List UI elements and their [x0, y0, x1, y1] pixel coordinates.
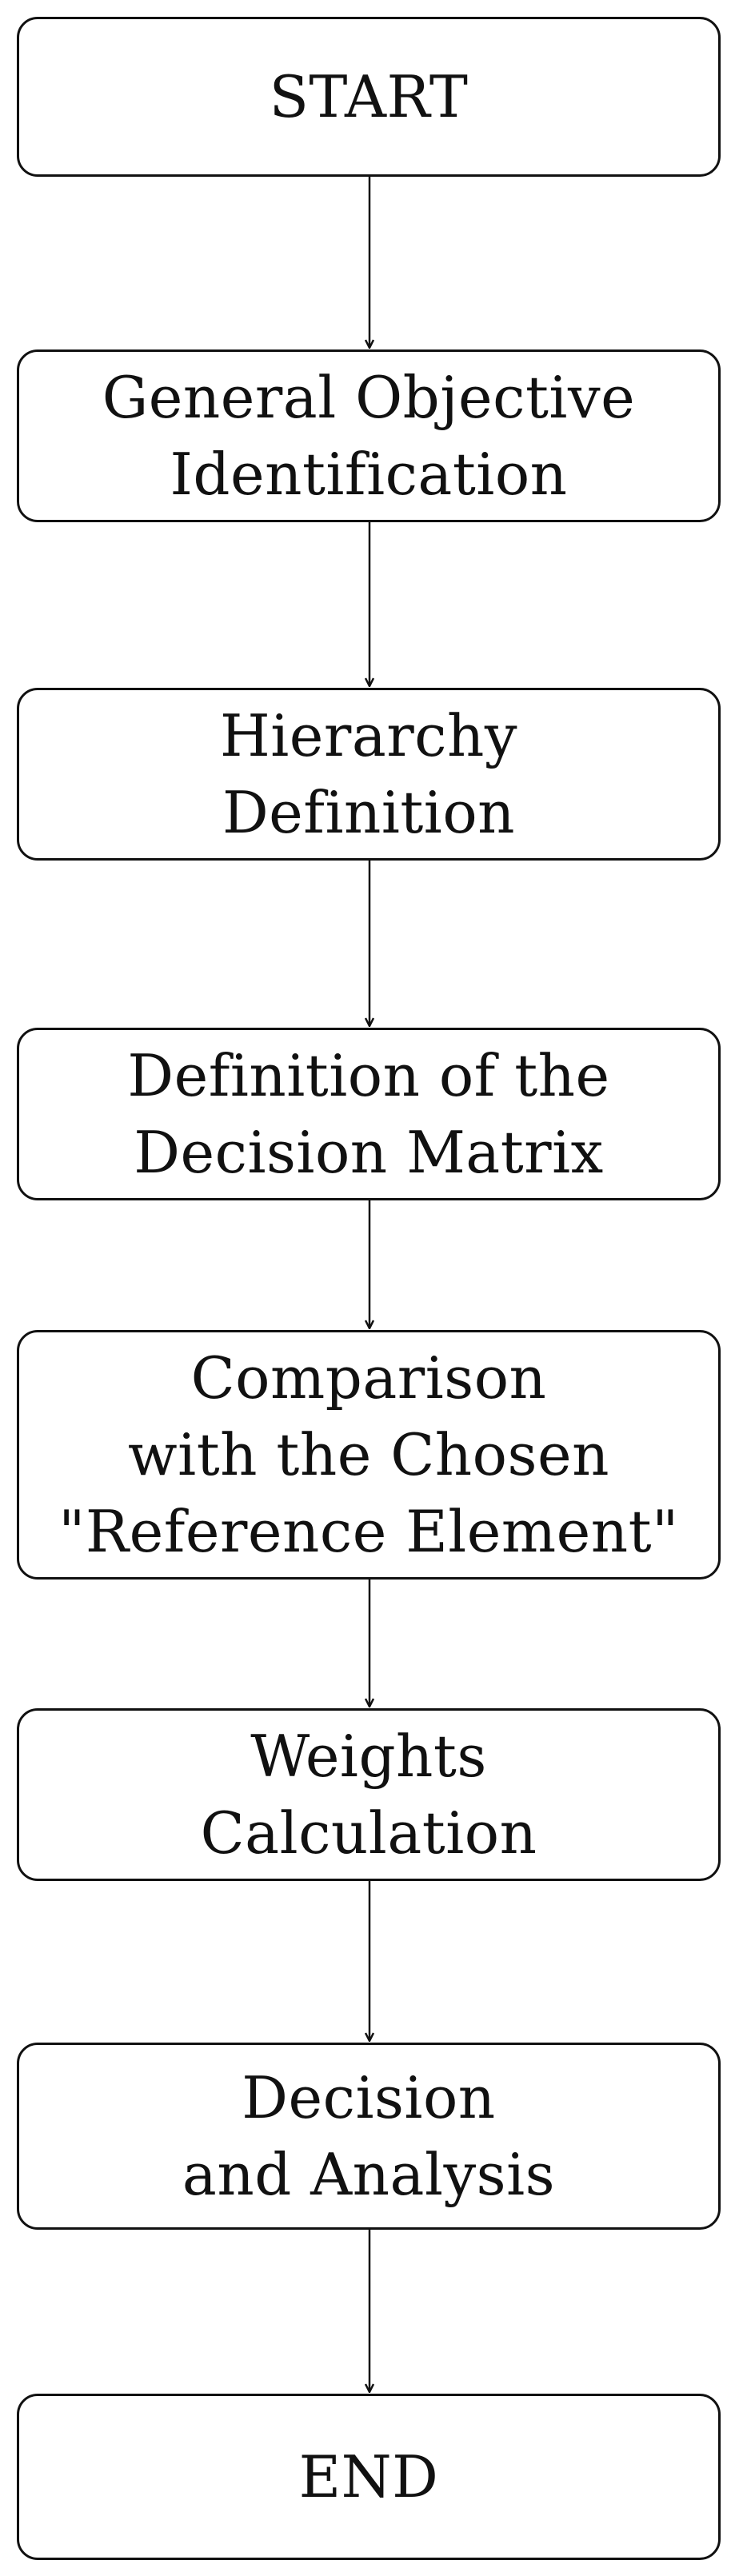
node-label-line: Weights: [250, 1723, 487, 1790]
decision-analysis-node: Decision and Analysis: [17, 2043, 721, 2230]
node-label-line: Calculation: [200, 1799, 537, 1867]
node-label-line: Hierarchy: [219, 702, 518, 769]
node-label-line: "Reference Element": [58, 1498, 679, 1565]
node-label-line: Definition of the: [127, 1042, 610, 1109]
node-label-line: START: [269, 63, 469, 130]
node-label-line: Definition: [222, 779, 516, 846]
reference-comparison-node: Comparison with the Chosen "Reference El…: [17, 1330, 721, 1580]
node-label-line: with the Chosen: [128, 1421, 609, 1488]
node-label-line: General Objective: [102, 364, 636, 431]
hierarchy-definition-node: Hierarchy Definition: [17, 688, 721, 861]
node-label-line: Identification: [170, 441, 568, 508]
node-label-line: Comparison: [190, 1344, 547, 1412]
node-label-line: END: [298, 2443, 439, 2510]
weights-calculation-node: Weights Calculation: [17, 1708, 721, 1881]
node-label-line: Decision: [242, 2064, 496, 2131]
end-node: END: [17, 2394, 721, 2560]
objective-identification-node: General Objective Identification: [17, 349, 721, 522]
node-label-line: Decision Matrix: [134, 1119, 604, 1186]
start-node: START: [17, 17, 721, 177]
decision-matrix-node: Definition of the Decision Matrix: [17, 1028, 721, 1200]
node-label-line: and Analysis: [182, 2141, 556, 2208]
